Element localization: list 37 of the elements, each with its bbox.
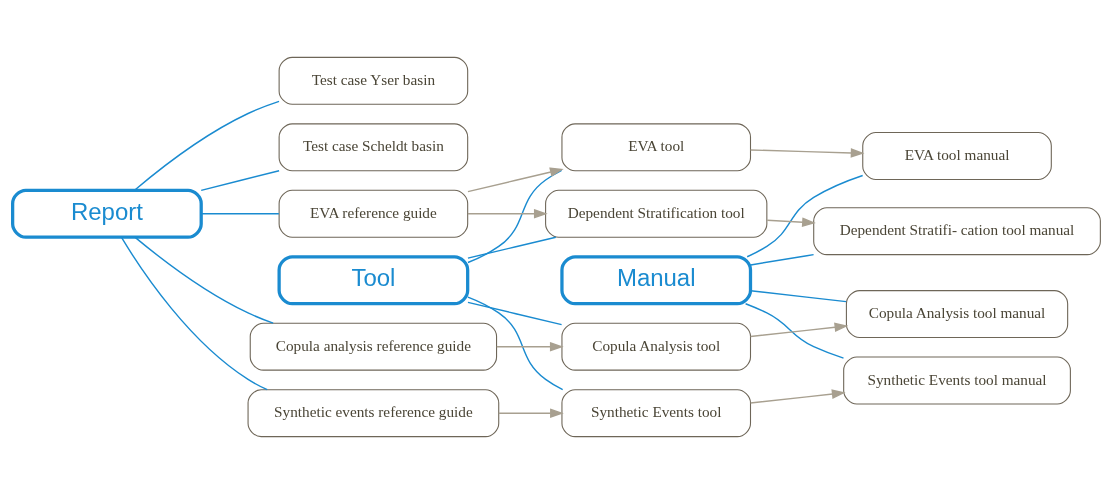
node-box: Report xyxy=(11,188,203,239)
node-box: EVA reference guide xyxy=(278,189,469,238)
node-box: Test case Scheldt basin xyxy=(278,122,469,171)
arrow xyxy=(766,216,816,227)
node-box: Synthetic events reference guide xyxy=(247,388,500,437)
node-box: Tool xyxy=(277,254,470,305)
connector xyxy=(200,169,280,191)
arrow xyxy=(496,341,564,352)
arrow xyxy=(498,407,564,418)
connector xyxy=(134,236,274,324)
connector xyxy=(200,212,280,214)
arrow xyxy=(749,322,849,337)
connector xyxy=(744,302,845,359)
connector xyxy=(467,301,563,325)
node-box: EVA tool manual xyxy=(862,131,1052,180)
node-box: Test case Yser basin xyxy=(278,56,469,105)
node-box: Manual xyxy=(560,254,753,305)
node-box: Synthetic Events tool manual xyxy=(843,356,1071,404)
node-box: Copula analysis reference guide xyxy=(249,322,498,371)
arrow xyxy=(467,208,548,219)
connector xyxy=(749,253,815,266)
connector xyxy=(133,100,280,191)
connector xyxy=(467,169,563,263)
connector xyxy=(746,174,864,257)
connector xyxy=(749,289,847,302)
node-box: Dependent Stratifi- cation tool manual xyxy=(813,206,1101,255)
connector xyxy=(120,236,268,390)
node-box: Synthetic Events tool xyxy=(561,388,752,437)
node-box: Copula Analysis tool manual xyxy=(845,289,1069,338)
connector xyxy=(467,236,557,259)
arrow xyxy=(467,166,564,192)
node-box: EVA tool xyxy=(561,122,752,171)
node-box: Dependent Stratification tool xyxy=(545,189,768,238)
arrow xyxy=(749,147,865,158)
arrow xyxy=(749,388,846,404)
node-box: Copula Analysis tool xyxy=(561,322,752,371)
connector xyxy=(467,295,564,390)
